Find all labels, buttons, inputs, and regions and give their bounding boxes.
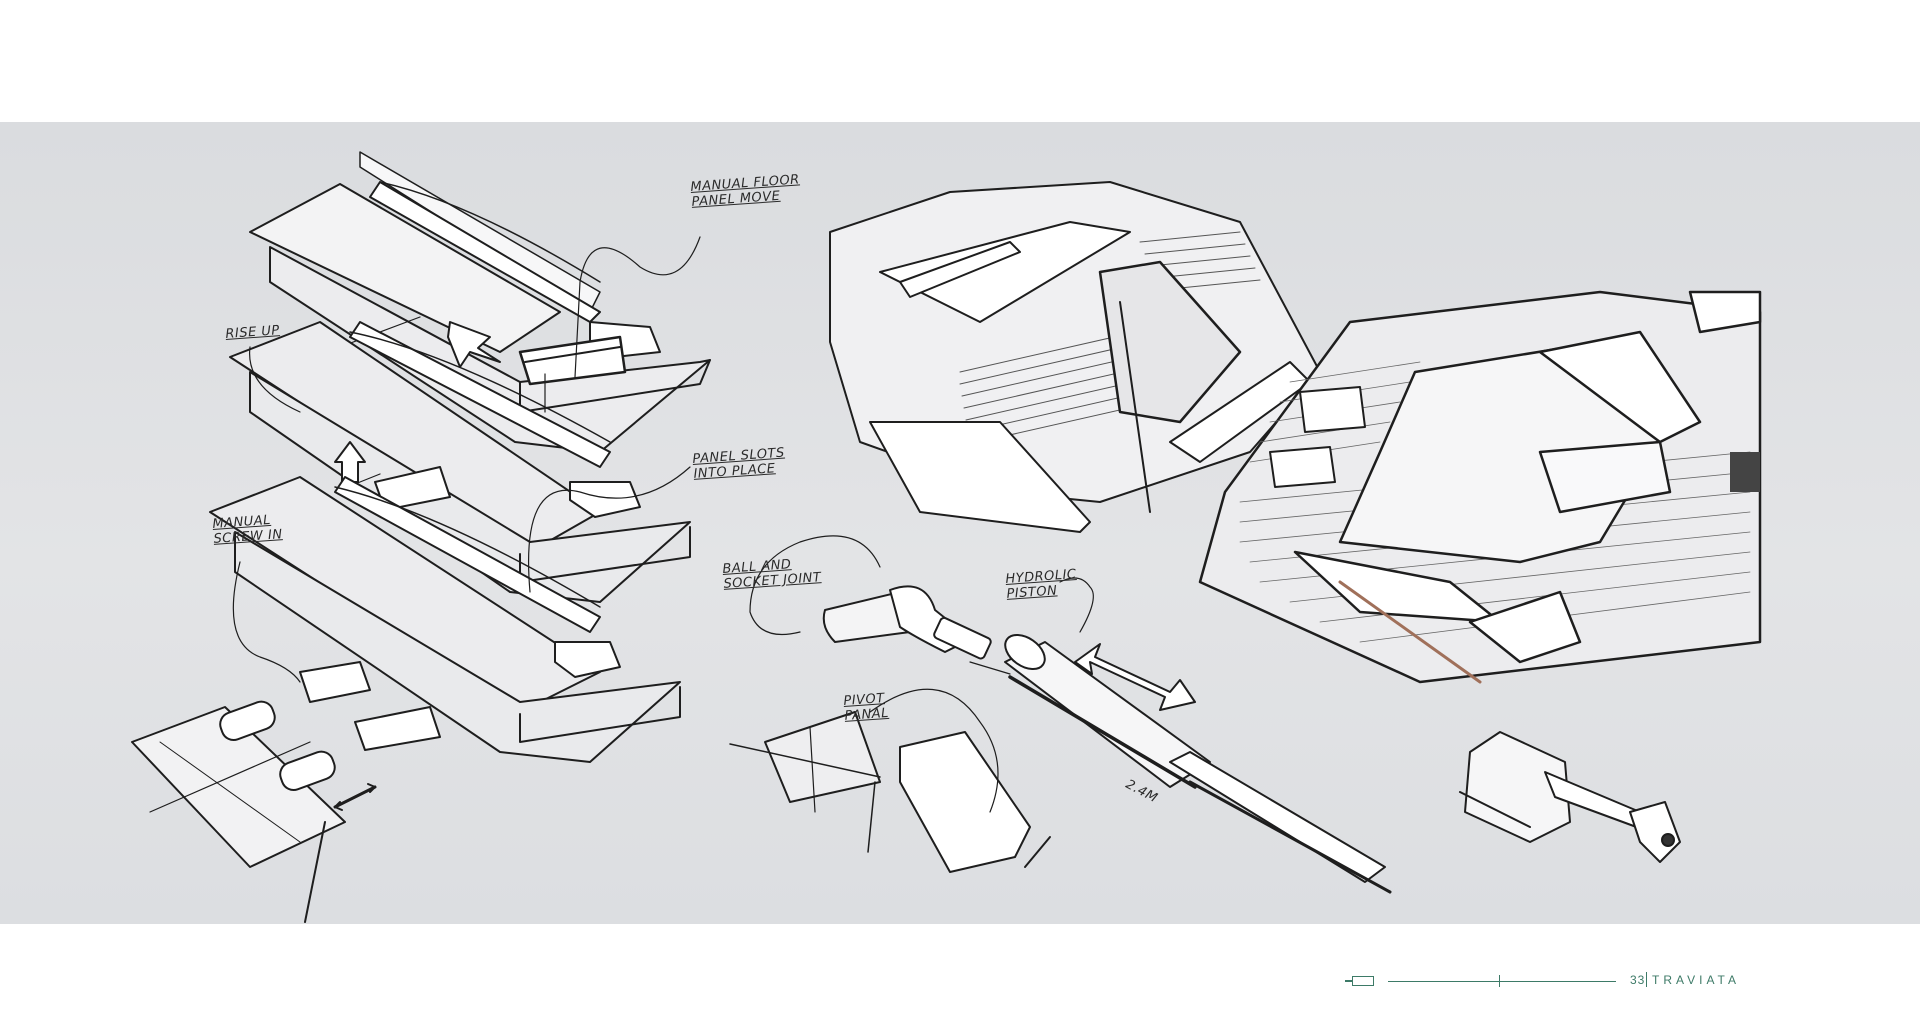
annotation-pivot-panal: PIVOT PANAL — [843, 691, 890, 724]
platform-stage-bottom — [131, 476, 681, 923]
platform-stage-middle — [229, 321, 691, 603]
sketch-panel: MANUAL FLOOR PANEL MOVE RISE UP PANEL SL… — [0, 122, 1920, 924]
book-icon — [1345, 976, 1374, 986]
actuator-detail — [1459, 731, 1681, 863]
auditorium-interior — [829, 181, 1321, 533]
footer-rule — [1388, 981, 1616, 982]
page-number-separator — [1646, 972, 1647, 987]
footer-rule-tick — [1499, 975, 1500, 987]
stage-floor-view — [1198, 290, 1762, 684]
hydraulic-piston — [969, 577, 1392, 894]
platform-stage-top — [249, 151, 711, 453]
pivot-panel — [729, 688, 1051, 873]
annotation-hydrolic-piston: HYDROLIC PISTON — [1005, 567, 1078, 602]
page-number: 33 — [1630, 973, 1646, 987]
concept-sketch-drawing — [131, 151, 1762, 923]
ball-socket-joint — [749, 535, 992, 660]
leader-lines-left — [232, 236, 701, 683]
connector-blocks — [1269, 386, 1366, 488]
annotation-manual-screw-in: MANUAL SCREW IN — [212, 512, 284, 547]
brand-name: TRAVIATA — [1652, 973, 1741, 987]
annotation-panel-slots-into-place: PANEL SLOTS INTO PLACE — [692, 445, 786, 482]
